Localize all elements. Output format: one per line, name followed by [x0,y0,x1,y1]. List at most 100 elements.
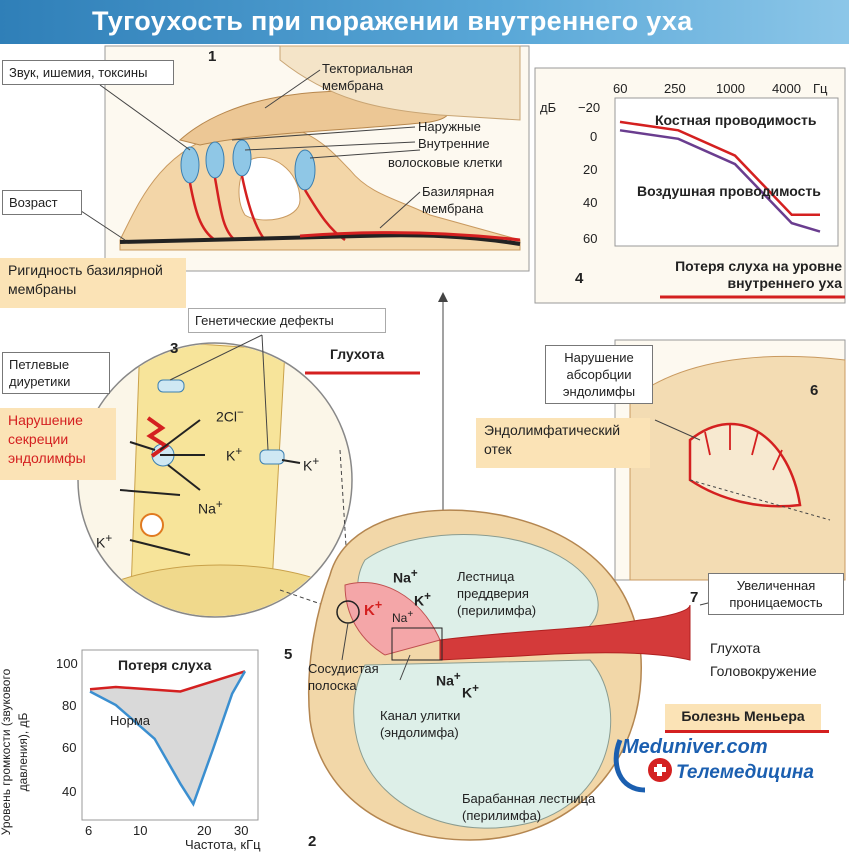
freq-tick-60: 60 [613,81,628,96]
zoom-connector-1 [279,589,351,615]
scala-tympani [353,659,612,829]
symptom-vertigo: Головокружение [710,663,817,679]
basilar-membrane-red [299,231,521,242]
ion-k-bottom: K+ [96,532,113,551]
inner-hair-cell [294,149,316,191]
panel1-number: 1 [208,48,217,65]
basilar-leader [379,191,421,229]
hair-cell-2 [205,141,225,179]
genetic-box: Генетические дефекты [188,308,386,333]
freq-unit: Гц [813,81,828,96]
edema-box: Эндолимфатический отек [476,418,650,468]
title-bar [0,0,849,44]
ion-na: Na+ [198,498,223,517]
panel7-number: 7 [690,589,699,606]
y-tick-80: 80 [62,698,77,713]
hearing-loss-line [89,670,246,693]
outer-cells-leader [231,126,416,141]
inner-cells-leader [244,141,416,151]
tunnel-of-corti [238,156,301,221]
inner-cells-label: Внутренние [418,136,490,151]
ion-k-upper: K+ [414,590,431,609]
nerve-fiber-3 [240,175,266,241]
hair-cell-3 [232,139,252,177]
x-tick-20: 20 [197,823,212,838]
panel3-number: 3 [170,340,179,357]
tympani-label: Барабанная лестница (перилимфа) [462,791,596,823]
ion-k: K+ [226,445,243,464]
x-tick-6: 6 [85,823,93,838]
genetic-leader-2 [261,334,269,451]
panel5-number: 5 [284,646,293,663]
stria-leader [341,622,349,661]
hair-cell-1 [180,146,200,184]
panel2-ylabel: Уровень громкости (звукового давления), … [0,668,30,836]
vestibuli-label: Лестница преддверия (перилимфа) [457,569,537,618]
transporter-top [157,379,185,393]
ion-k-duct: K+ [364,598,383,619]
absorption-box: Нарушение абсорбции эндолимфы [545,345,653,404]
norm-line [89,670,247,807]
db-tick-0: 0 [590,129,598,144]
logo-swoosh [613,739,646,793]
cause-box: Звук, ишемия, токсины [2,60,174,85]
rigidity-box: Ригидность базилярной мембраны [0,258,186,308]
auditory-nerve [439,604,691,661]
nerve-fiber-2 [213,177,236,241]
permeability-box: Увеличенная проницаемость [708,573,844,615]
tectorial-leader [264,69,321,109]
air-label: Воздушная проводимость [637,183,821,199]
outer-cells-label: Наружные [418,119,481,134]
x-tick-10: 10 [133,823,148,838]
ion-na-lower: Na+ [436,670,461,689]
ion-2cl: 2Cl− [216,406,244,425]
panel4-caption: Потеря слуха на уровне внутреннего уха [675,258,842,291]
tissue-top [279,45,521,121]
watermark-site: Meduniver.com [622,736,768,758]
panel6-number: 6 [810,382,819,399]
loss-label: Потеря слуха [118,657,212,673]
symptom-deafness: Глухота [710,640,761,656]
duct-leader [399,654,411,681]
x-tick-30: 30 [234,823,249,838]
page-title: Тугоухость при поражении внутреннего уха [92,6,693,36]
arrow-2cl [159,419,201,451]
norm-label: Норма [110,713,151,728]
pressure-arrow-3 [751,431,759,456]
cause-leader [99,84,191,151]
db-tick-60: 60 [583,231,598,246]
arrow-in [129,441,156,451]
k-channel [259,449,285,465]
panel2-xlabel: Частота, кГц [185,837,261,852]
y-tick-60: 60 [62,740,77,755]
tectorial-label: Текториальная мембрана [322,61,413,93]
panel4-number: 4 [575,270,584,287]
reissner-line [689,479,831,521]
panel2-number: 2 [308,833,317,850]
db-tick-20: 20 [583,162,598,177]
meniere-underline [665,730,829,733]
db-tick-40: 40 [583,195,598,210]
freq-tick-4000: 4000 [772,81,801,96]
y-tick-40: 40 [62,784,77,799]
diuretics-box: Петлевые диуретики [2,352,110,394]
arrow-na [167,464,201,491]
lower-cell [119,564,321,616]
arrow-k-channel [281,459,301,464]
ion-k-lower: K+ [462,682,479,701]
link-arrow-head [438,292,448,302]
na-k-pump [140,513,164,537]
arrow-out [119,489,181,496]
organ-zoom-box [391,627,443,661]
arrow-k-bottom [129,539,191,556]
db-unit: дБ [540,100,557,115]
stria-label: Сосудистая полоска [308,661,379,693]
pressure-arrow-1 [704,431,711,456]
cochlear-duct-label: Канал улитки (эндолимфа) [380,708,461,740]
deafness-label: Глухота [330,346,385,362]
ion-na-upper: Na+ [393,567,418,586]
hair-cells-label: волосковые клетки [388,155,503,170]
bone-conduction-line [619,120,820,216]
pressure-arrow-4 [772,449,783,471]
